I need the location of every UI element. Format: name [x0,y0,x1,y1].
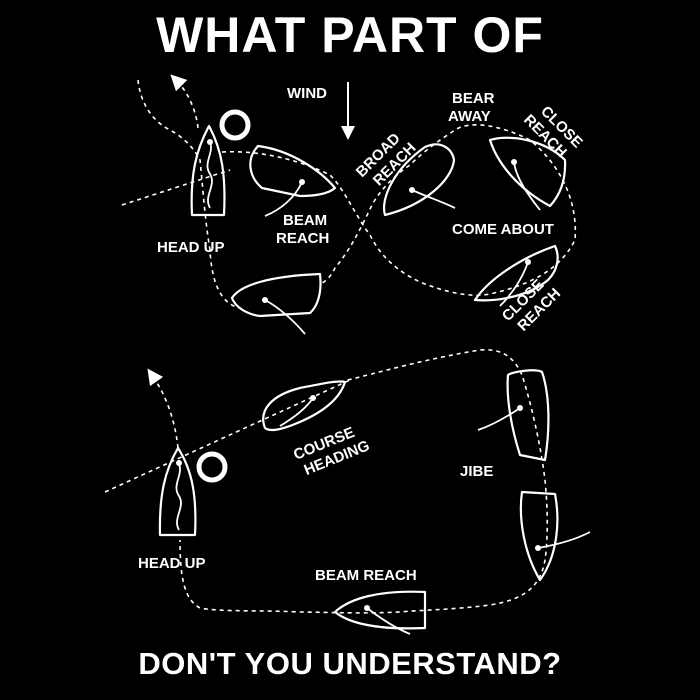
diagram-subtitle: DON'T YOU UNDERSTAND? [138,646,562,681]
label-head-up-top: HEAD UP [157,239,225,256]
boat-broad-reach [382,143,456,217]
life-ring-icon-bottom [196,451,228,483]
label-head-up-bottom: HEAD UP [138,555,206,572]
label-come-about: COME ABOUT [452,221,554,238]
course-line-top-start [137,79,241,309]
boat-jibe-bottom [519,490,591,582]
label-beam-reach-top-1: BEAM [283,212,327,229]
label-bear-away-2: AWAY [448,108,491,125]
course-line-top-arrow [170,74,199,129]
course-line-bottom-diagonal [104,379,351,493]
label-beam-reach-top-2: REACH [276,230,329,247]
boat-close-reach-right [473,244,559,307]
life-ring-icon-top [219,109,251,141]
course-line-bottom-arrow [147,368,179,449]
boat-head-up-top [190,124,226,217]
course-line-top-figure8 [221,124,577,297]
diagram-title: WHAT PART OF [156,7,544,63]
boat-beam-reach-bottom-loop [230,272,322,335]
boat-beam-reach-top [249,144,337,217]
boat-close-reach-top [488,136,567,211]
label-beam-reach-bottom: BEAM REACH [315,567,417,584]
label-bear-away-1: BEAR [452,90,495,107]
boat-head-up-bottom [158,446,197,537]
wind-arrow [341,82,355,140]
course-line-top-dashed-diagonal [121,169,231,206]
course-line-bottom-loop [179,349,549,614]
boat-course-heading [262,380,347,432]
boat-beam-reach-bottom [333,590,427,635]
label-wind: WIND [287,85,327,102]
boat-jibe-top [477,369,550,462]
label-jibe: JIBE [460,463,493,480]
